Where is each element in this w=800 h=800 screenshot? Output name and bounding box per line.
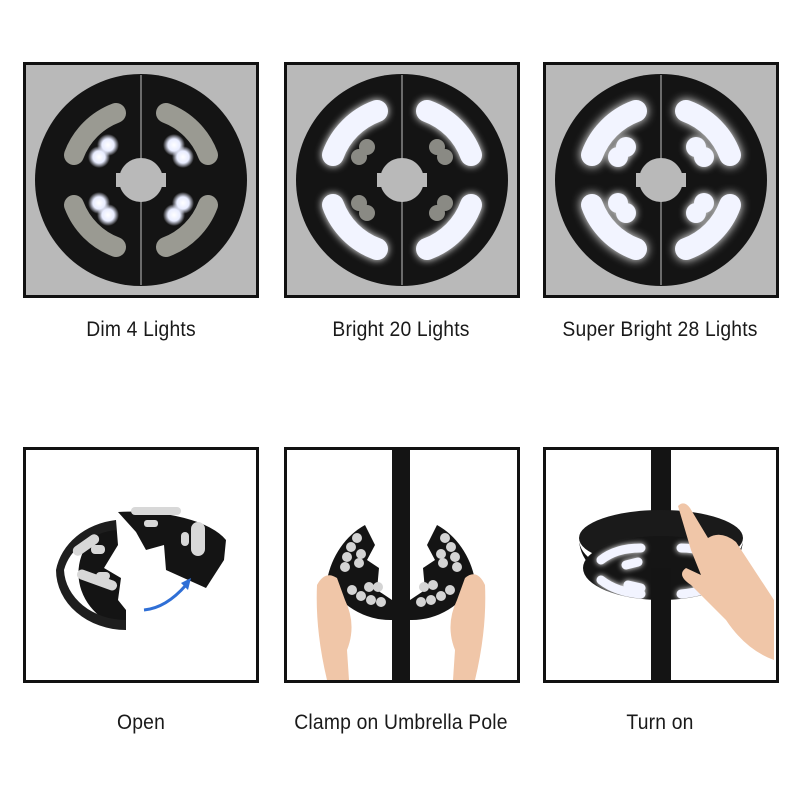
mode-panel-dim	[23, 62, 259, 298]
step-panel-clamp	[284, 447, 520, 683]
mode-panel-super-bright	[543, 62, 779, 298]
bright-light-icon	[296, 74, 508, 286]
step-panel-turn-on	[543, 447, 779, 683]
step-panel-open	[23, 447, 259, 683]
step-caption-turn-on: Turn on	[626, 711, 694, 734]
mode-caption-dim: Dim 4 Lights	[86, 318, 196, 341]
open-light-illustration	[56, 507, 226, 630]
mode-caption-bright: Bright 20 Lights	[332, 318, 470, 341]
step-caption-open: Open	[116, 711, 166, 734]
clamp-on-pole-illustration	[316, 450, 486, 680]
super-bright-light-icon	[555, 74, 767, 286]
step-caption-clamp: Clamp on Umbrella Pole	[294, 711, 508, 734]
mode-caption-super-bright: Super Bright 28 Lights	[562, 318, 758, 341]
mode-panel-bright	[284, 62, 520, 298]
turn-on-illustration	[579, 450, 774, 680]
dim-light-icon	[35, 74, 247, 286]
